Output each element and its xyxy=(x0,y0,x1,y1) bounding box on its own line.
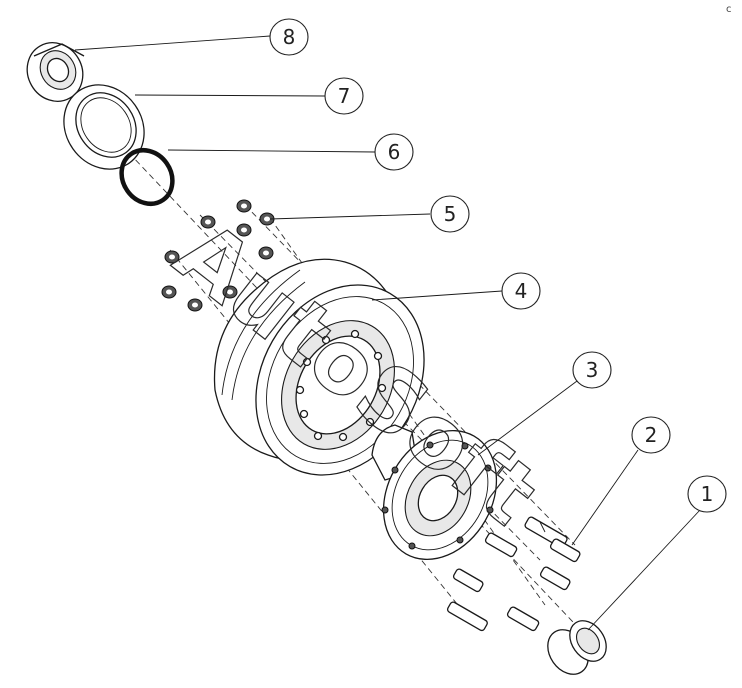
callout-6-label: 6 xyxy=(388,140,401,164)
callout-2-label: 2 xyxy=(645,423,658,447)
part-1-inner-bearing xyxy=(547,620,607,675)
hub-lug-holes xyxy=(381,441,494,550)
callout-3: 3 xyxy=(572,351,612,389)
callout-5-label: 5 xyxy=(444,202,457,226)
callout-3-label: 3 xyxy=(586,358,599,382)
part-6-o-ring xyxy=(119,147,175,207)
part-4-brake-drum xyxy=(213,258,425,476)
corner-mark: c xyxy=(726,4,732,15)
callout-7: 7 xyxy=(324,77,364,115)
part-3-hub xyxy=(371,424,498,561)
part-5-nuts xyxy=(161,199,275,312)
part-2-wheel-studs xyxy=(446,516,581,632)
callout-1: 1 xyxy=(687,475,727,513)
callout-7-label: 7 xyxy=(338,84,351,108)
callout-4-label: 4 xyxy=(515,279,528,303)
callout-1-label: 1 xyxy=(701,482,714,506)
callout-8: 8 xyxy=(269,18,309,56)
part-7-seal-plate xyxy=(63,84,145,170)
part-8-outer-bearing xyxy=(26,42,85,102)
callout-6: 6 xyxy=(374,133,414,171)
leader-lines xyxy=(74,35,701,631)
callout-5: 5 xyxy=(430,195,470,233)
drum-bolt-holes xyxy=(295,329,387,442)
callout-4: 4 xyxy=(501,272,541,310)
callout-8-label: 8 xyxy=(283,25,296,49)
callout-2: 2 xyxy=(631,416,671,454)
